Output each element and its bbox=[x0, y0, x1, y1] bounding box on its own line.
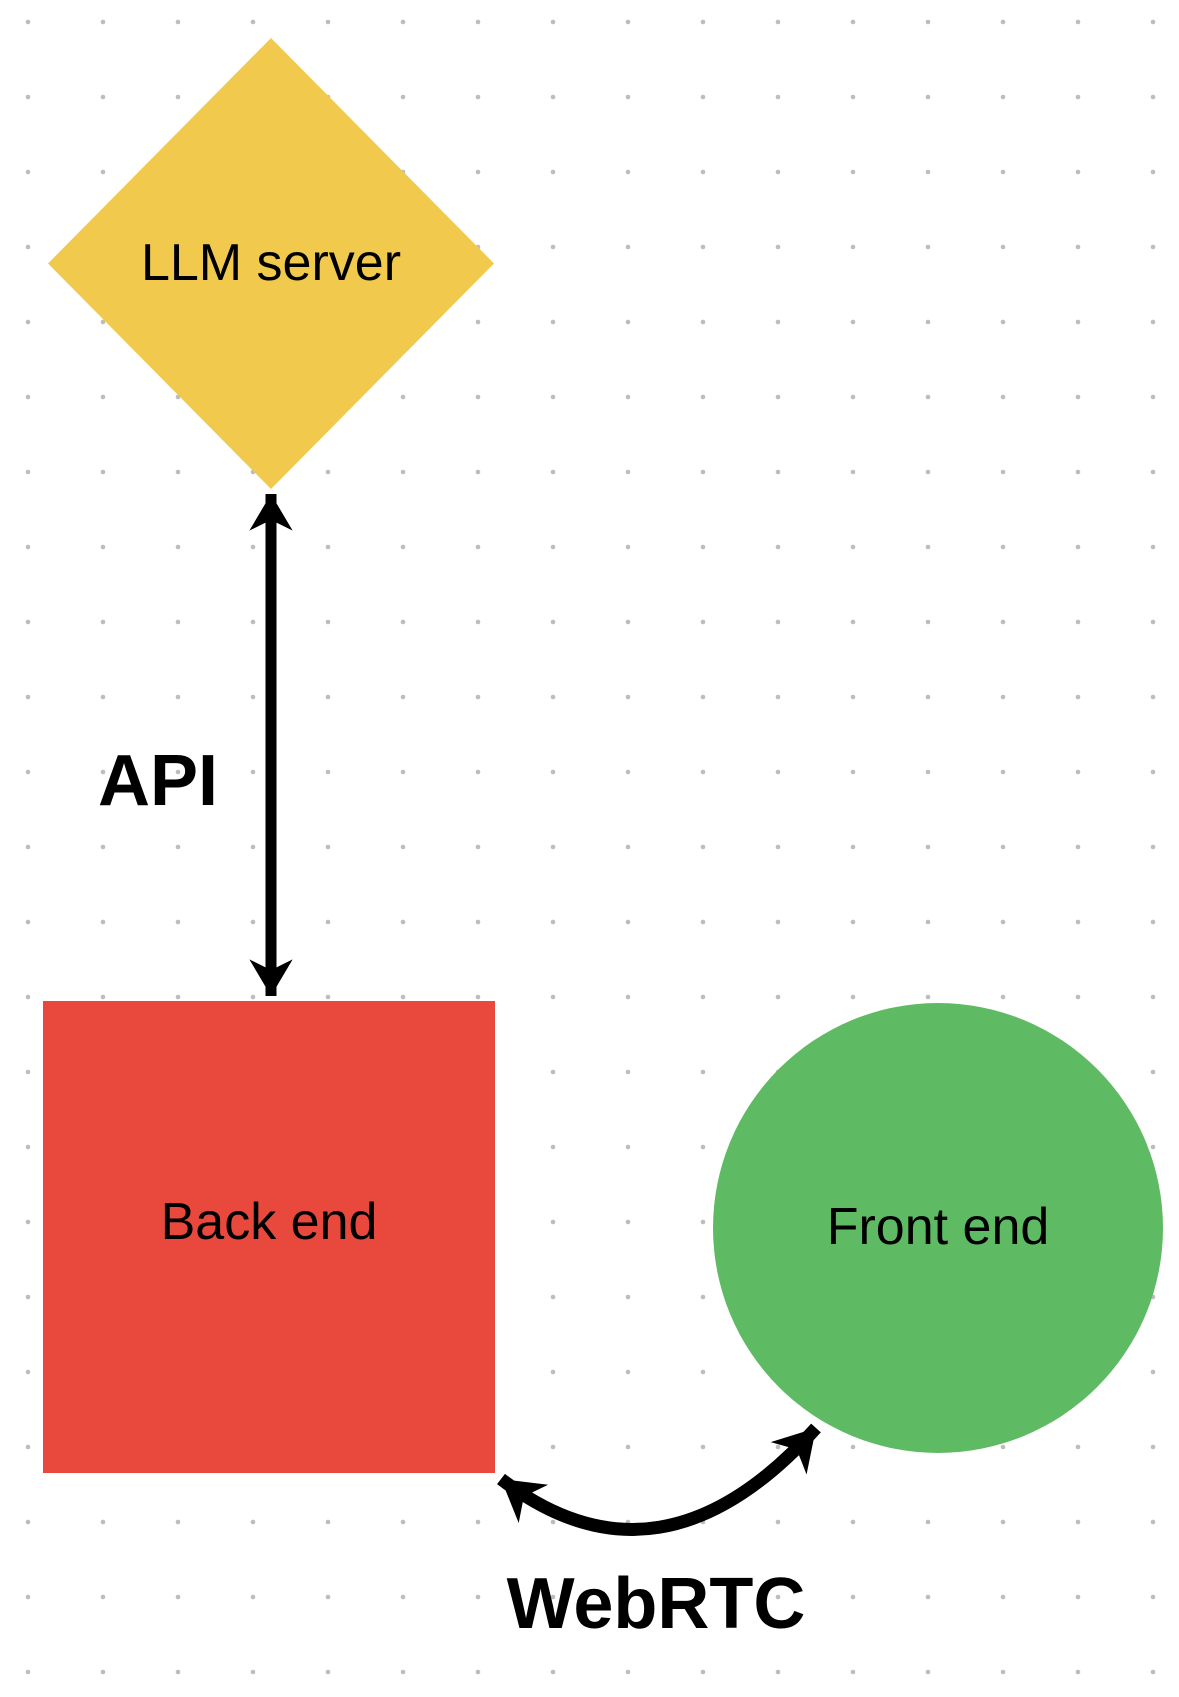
node-back-end[interactable]: Back end bbox=[43, 1001, 495, 1473]
edge-api-label: API bbox=[97, 741, 219, 821]
node-back-end-label: Back end bbox=[160, 1193, 378, 1252]
node-llm-server-label: LLM server bbox=[140, 233, 402, 292]
node-front-end[interactable]: Front end bbox=[713, 1003, 1163, 1453]
node-front-end-label: Front end bbox=[826, 1198, 1050, 1257]
edge-webrtc-arrow[interactable] bbox=[497, 1423, 821, 1536]
edge-webrtc-label: WebRTC bbox=[506, 1564, 806, 1644]
